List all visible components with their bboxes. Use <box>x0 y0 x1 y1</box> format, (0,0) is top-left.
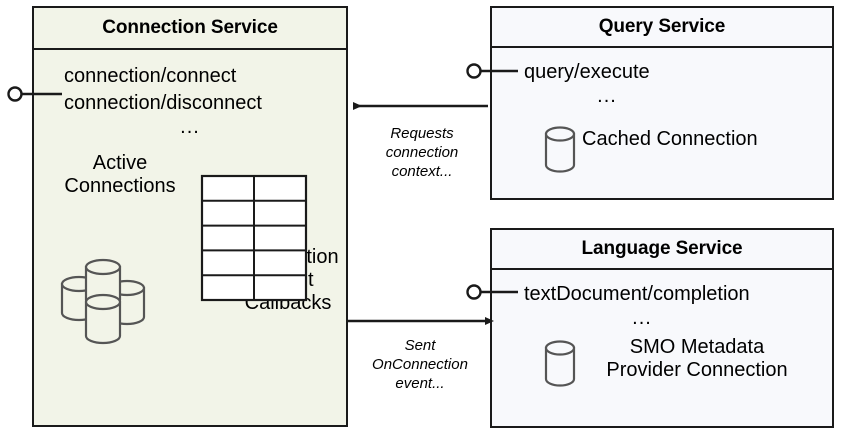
query-service-api-ellipsis: ... <box>597 85 617 107</box>
connection-event-callbacks-label: Connection Event Callbacks <box>214 246 362 315</box>
connection-service-body: connection/connect connection/disconnect… <box>34 50 346 425</box>
query-service-box[interactable]: Query Service query/execute ... Cached C… <box>490 6 834 200</box>
connection-service-title: Connection Service <box>102 17 278 38</box>
language-service-title: Language Service <box>581 238 743 259</box>
active-connections-label: Active Connections <box>40 152 200 198</box>
edge2-line3: event... <box>395 375 445 393</box>
edge-label-sent-onconnection-event: Sent OnConnection event... <box>360 336 480 394</box>
callbacks-label-line3: Callbacks <box>244 292 332 314</box>
callbacks-label-line2: Event <box>262 269 314 291</box>
smo-metadata-provider-label: SMO Metadata Provider Connection <box>572 336 822 382</box>
connection-service-api-connect[interactable]: connection/connect <box>64 65 237 87</box>
language-service-box[interactable]: Language Service textDocument/completion… <box>490 228 834 428</box>
connection-service-api-ellipsis: ... <box>180 116 200 138</box>
edge1-line3: context... <box>391 163 453 181</box>
callbacks-label-line1: Connection <box>237 246 339 268</box>
language-service-api-completion[interactable]: textDocument/completion <box>524 283 750 305</box>
cached-connection-label: Cached Connection <box>582 128 758 150</box>
smo-label-line1: SMO Metadata <box>629 336 765 358</box>
edge2-line1: Sent <box>404 337 436 354</box>
active-connections-label-line2: Connections <box>64 175 176 197</box>
query-service-body: query/execute ... Cached Connection <box>492 48 832 198</box>
language-service-body: textDocument/completion ... SMO Metadata… <box>492 270 832 426</box>
connection-service-box[interactable]: Connection Service connection/connect co… <box>32 6 348 427</box>
edge1-line2: connection <box>385 144 459 162</box>
edge-label-requests-connection-context: Requests connection context... <box>362 124 482 182</box>
active-connections-label-line1: Active <box>92 152 148 174</box>
query-service-title: Query Service <box>598 16 726 37</box>
query-service-api-execute[interactable]: query/execute <box>524 61 650 83</box>
language-service-header: Language Service <box>492 230 832 270</box>
edge1-line1: Requests <box>390 125 454 142</box>
query-service-header: Query Service <box>492 8 832 48</box>
connection-service-api-disconnect[interactable]: connection/disconnect <box>64 92 262 114</box>
language-service-api-ellipsis: ... <box>632 307 652 329</box>
connection-service-header: Connection Service <box>34 8 346 50</box>
smo-label-line2: Provider Connection <box>606 359 788 381</box>
edge2-line2: OnConnection <box>372 356 468 374</box>
